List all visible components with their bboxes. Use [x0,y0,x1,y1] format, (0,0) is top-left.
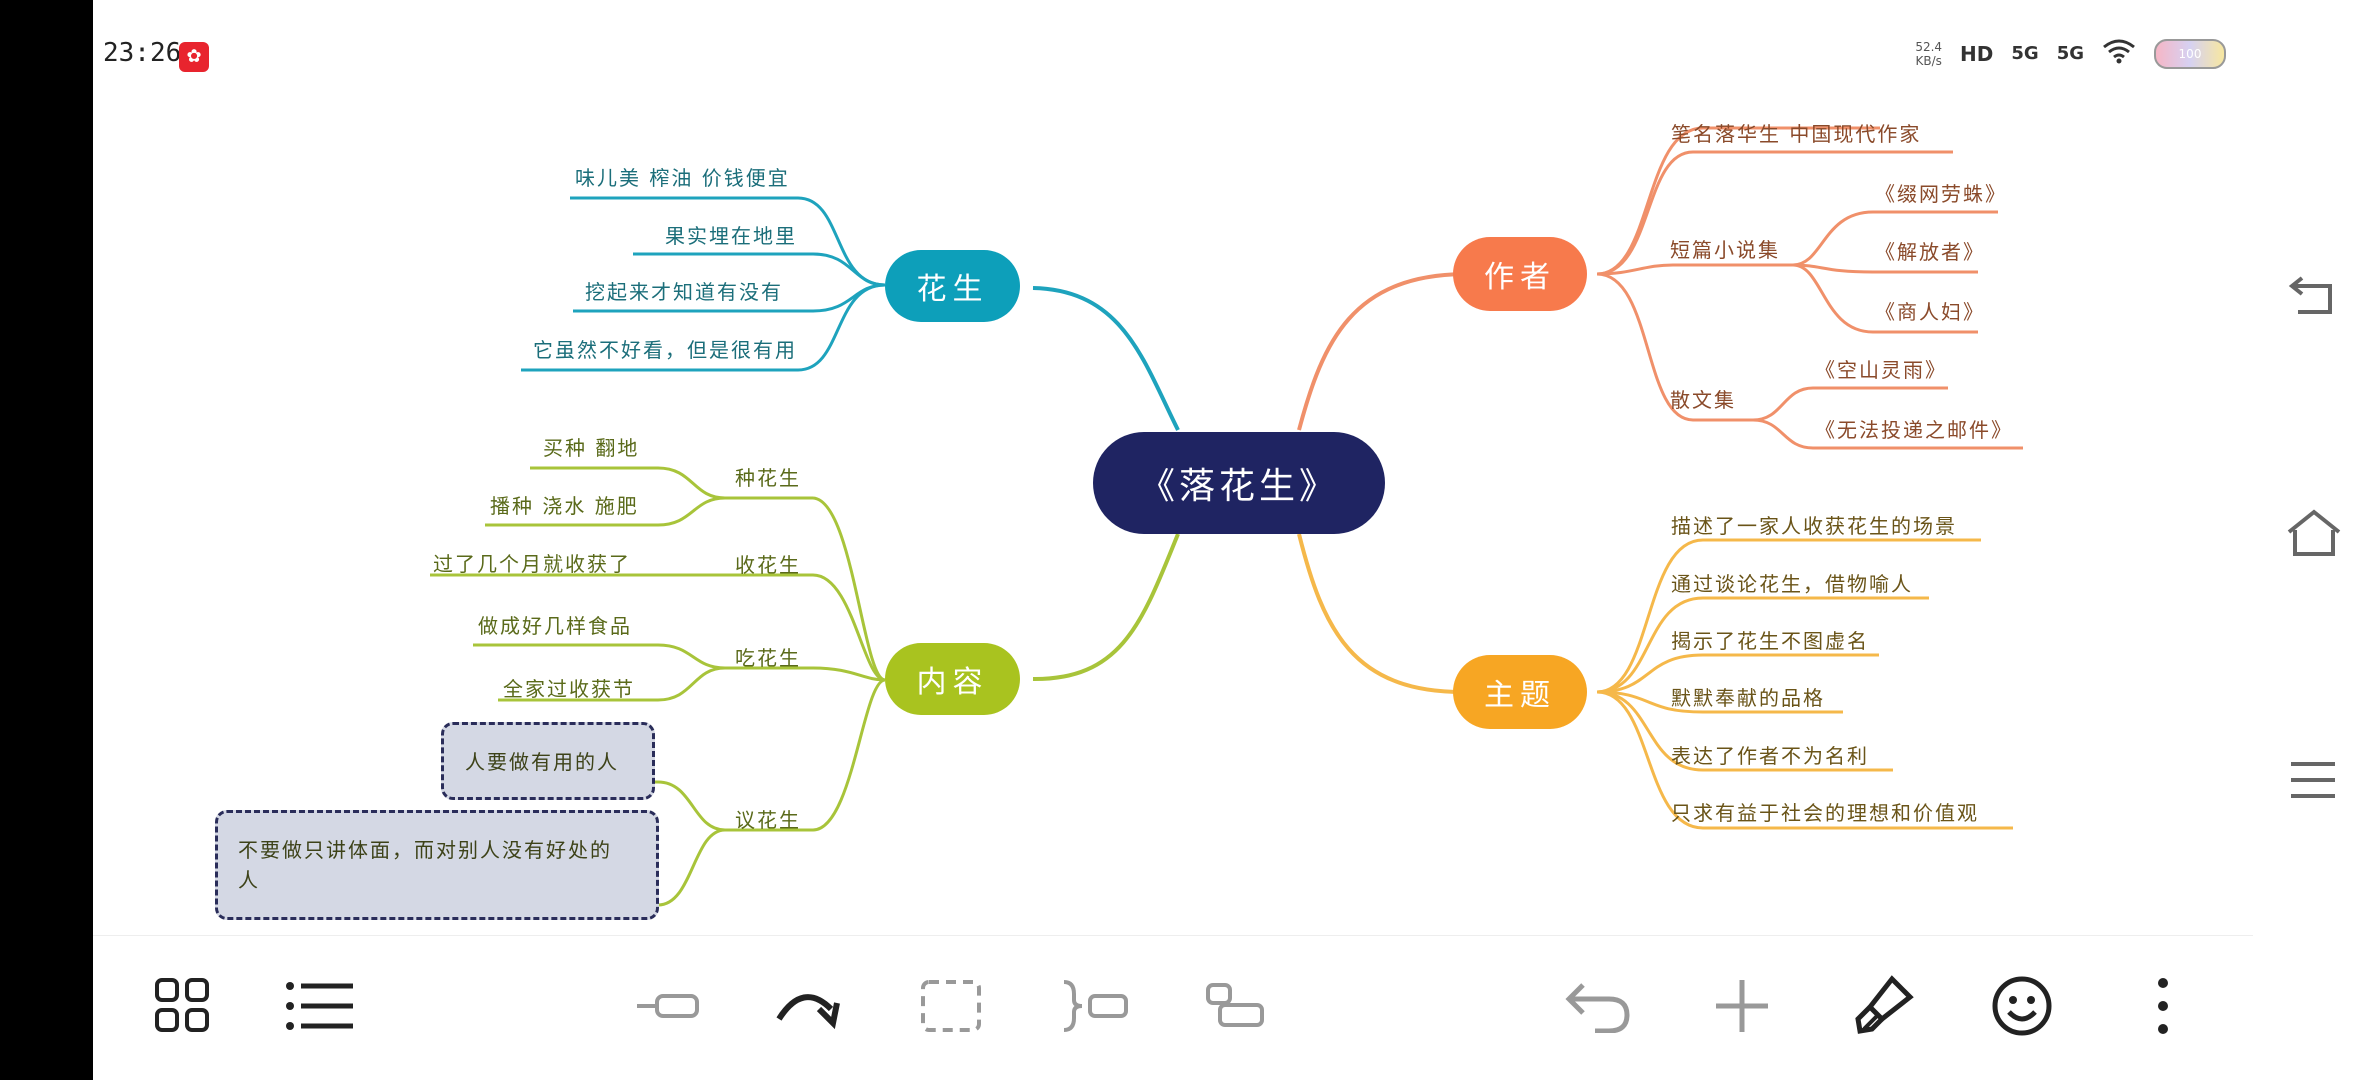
more-icon[interactable] [2123,966,2203,1046]
author-item[interactable]: 《无法投递之邮件》 [1815,418,2013,442]
theme-item[interactable]: 只求有益于社会的理想和价值观 [1671,801,1979,825]
bottom-toolbar [93,935,2253,1081]
peanut-item[interactable]: 它虽然不好看，但是很有用 [533,338,797,362]
boundary-icon[interactable] [911,966,991,1046]
content-item[interactable]: 过了几个月就收获了 [433,552,631,576]
hd-badge: HD [1960,41,1994,66]
highlight-box[interactable] [441,722,655,800]
back-icon[interactable] [2288,270,2340,318]
content-item-highlighted[interactable]: 不要做只讲体面，而对别人没有好处的人 [238,838,612,892]
content-item[interactable]: 播种 浇水 施肥 [490,494,639,518]
content-item[interactable]: 全家过收获节 [503,677,635,701]
net-speed: 52.4 KB/s [1915,39,1943,68]
author-group-label[interactable]: 短篇小说集 [1670,238,1780,262]
app-notification-icon: ✿ [179,42,209,72]
plus-icon[interactable] [1702,966,1782,1046]
branch-author[interactable]: 作者 [1453,237,1587,311]
mindmap-canvas[interactable]: 《落花生》 花生 内容 作者 主题 味儿美 榨油 价钱便宜 果实埋在地里 挖起来… [93,0,2253,935]
wifi-icon [2102,38,2136,69]
content-item[interactable]: 做成好几样食品 [478,614,632,638]
brush-icon[interactable] [1843,966,1923,1046]
branch-content[interactable]: 内容 [885,643,1020,715]
content-item[interactable]: 买种 翻地 [543,436,640,460]
status-indicators: 52.4 KB/s HD 5G 5G 100 [1915,38,2226,69]
content-group-label[interactable]: 收花生 [735,553,801,577]
list-icon[interactable] [280,966,360,1046]
theme-item[interactable]: 表达了作者不为名利 [1671,744,1869,768]
branch-peanut[interactable]: 花生 [885,250,1020,322]
home-icon[interactable] [2285,508,2343,558]
summary-icon[interactable] [1055,966,1135,1046]
battery-icon: 100 [2154,38,2226,69]
content-group-label[interactable]: 吃花生 [735,646,801,670]
left-black-bar [0,0,93,1080]
emoji-icon[interactable] [1982,966,2062,1046]
redo-icon[interactable] [768,966,848,1046]
content-group-label[interactable]: 种花生 [735,466,801,490]
theme-item[interactable]: 描述了一家人收获花生的场景 [1671,514,1957,538]
mindmap-connectors [233,126,2023,907]
author-item[interactable]: 《商人妇》 [1875,300,1985,324]
theme-item[interactable]: 默默奉献的品格 [1671,686,1825,710]
author-pen-name[interactable]: 笔名落华生 中国现代作家 [1671,122,1922,146]
grid-icon[interactable] [143,966,223,1046]
signal-5g-1: 5G [2011,43,2039,64]
add-child-icon[interactable] [1195,966,1275,1046]
author-item[interactable]: 《解放者》 [1875,240,1985,264]
author-item[interactable]: 《缀网劳蛛》 [1875,182,2007,206]
content-item-highlighted[interactable]: 人要做有用的人 [465,750,619,774]
branch-theme[interactable]: 主题 [1453,655,1587,729]
theme-item[interactable]: 通过谈论花生，借物喻人 [1671,572,1913,596]
author-item[interactable]: 《空山灵雨》 [1815,358,1947,382]
status-bar: 23:26 ✿ 52.4 KB/s HD 5G 5G 100 [93,0,2376,110]
theme-item[interactable]: 揭示了花生不图虚名 [1671,629,1869,653]
undo-icon[interactable] [1558,966,1638,1046]
content-group-label[interactable]: 议花生 [735,808,801,832]
system-nav-bar [2253,0,2376,1080]
add-sibling-icon[interactable] [628,966,708,1046]
signal-5g-2: 5G [2056,43,2084,64]
menu-icon[interactable] [2289,758,2337,802]
peanut-item[interactable]: 果实埋在地里 [665,224,797,248]
peanut-item[interactable]: 味儿美 榨油 价钱便宜 [575,166,790,190]
peanut-item[interactable]: 挖起来才知道有没有 [585,280,783,304]
highlight-box[interactable] [215,810,659,920]
status-time: 23:26 [103,38,182,68]
author-group-label[interactable]: 散文集 [1670,388,1736,412]
root-node[interactable]: 《落花生》 [1093,432,1385,534]
